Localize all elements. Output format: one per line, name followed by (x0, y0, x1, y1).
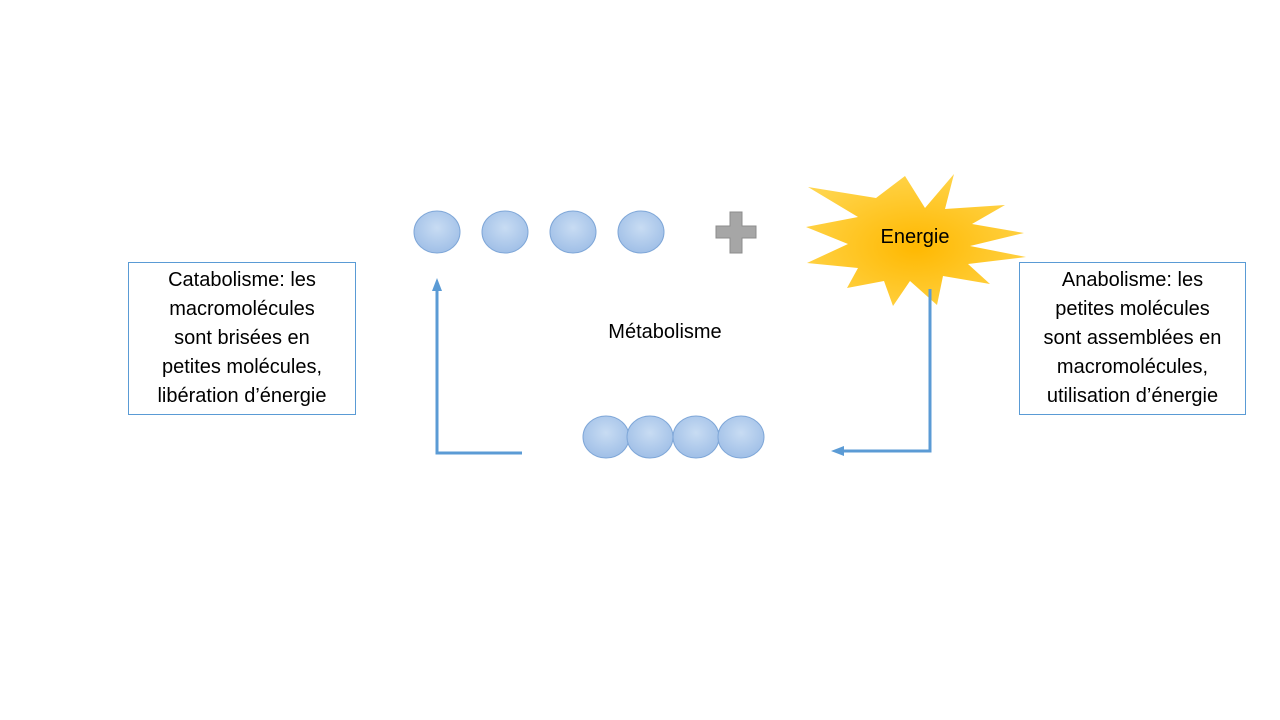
energy-burst (806, 174, 1026, 306)
anabolism-line: Anabolisme: les (1061, 269, 1204, 291)
anabolism-line: utilisation d’énergie (1046, 385, 1219, 407)
macromolecule-unit (626, 415, 674, 459)
catabolism-line: petites molécules, (161, 356, 323, 378)
anabolism-arrow (831, 289, 932, 456)
small-molecule (413, 210, 461, 254)
small-molecule (549, 210, 597, 254)
small-molecule (617, 210, 665, 254)
metabolism-label: Métabolisme (608, 321, 722, 343)
small-molecule (481, 210, 529, 254)
catabolism-line: macromolécules (169, 298, 315, 320)
catabolism-arrow (432, 278, 522, 455)
macromolecule (582, 415, 765, 459)
anabolism-line: macromolécules, (1056, 356, 1209, 378)
small-molecules (413, 210, 665, 254)
catabolism-box: Catabolisme: les macromolécules sont bri… (128, 262, 356, 415)
anabolism-box: Anabolisme: les petites molécules sont a… (1019, 262, 1246, 415)
plus-icon (715, 211, 757, 254)
catabolism-line: libération d’énergie (157, 385, 327, 407)
energy-label: Energie (881, 226, 950, 248)
catabolism-line: Catabolisme: les (168, 269, 316, 291)
catabolism-line: sont brisées en (174, 327, 310, 349)
macromolecule-unit (582, 415, 630, 459)
macromolecule-unit (717, 415, 765, 459)
anabolism-line: sont assemblées en (1043, 327, 1222, 349)
anabolism-line: petites molécules (1055, 298, 1210, 320)
macromolecule-unit (672, 415, 720, 459)
